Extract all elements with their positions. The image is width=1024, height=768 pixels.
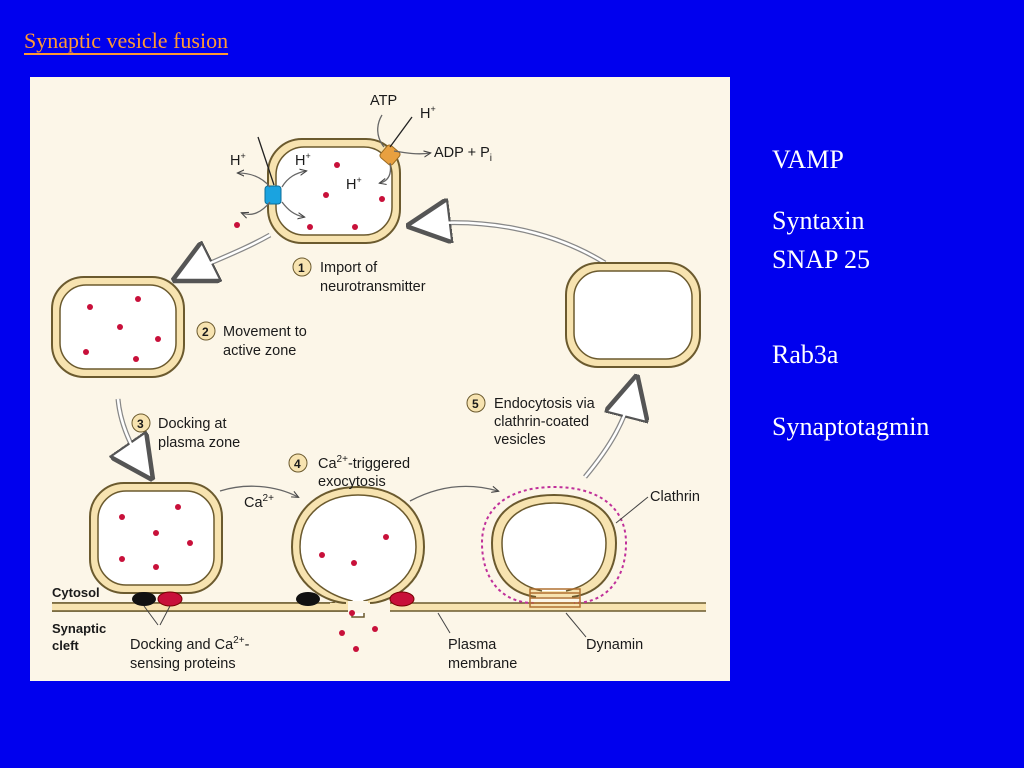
dynamin-label: Dynamin — [586, 637, 643, 653]
vesicle-endocytosis — [480, 485, 649, 608]
docking-proteins-label-2: sensing proteins — [130, 656, 236, 672]
svg-text:Import of: Import of — [320, 260, 378, 276]
protein-terms-list: VAMP Syntaxin SNAP 25 Rab3a Synaptotagmi… — [772, 0, 1022, 768]
slide-title: Synaptic vesicle fusion — [24, 28, 229, 53]
arrow-to-step5-vesicle-inner — [584, 382, 637, 478]
ca-label: Ca2+ — [244, 493, 274, 511]
plasma-membrane-label-2: membrane — [448, 656, 517, 672]
vesicle-import — [234, 114, 430, 244]
term-synaptotagmin: Synaptotagmin — [772, 412, 930, 441]
plasma-membrane-label-1: Plasma — [448, 637, 497, 653]
synaptic-cleft-label-2: cleft — [52, 638, 79, 653]
term-rab3a: Rab3a — [772, 340, 839, 369]
arrow-step4-to-5 — [409, 485, 498, 502]
svg-text:plasma zone: plasma zone — [158, 435, 240, 451]
docking-proteins-label: Docking and Ca2+- — [130, 635, 250, 653]
h-label-left: H+ — [230, 151, 246, 169]
svg-text:Movement to: Movement to — [223, 324, 307, 340]
svg-text:Ca2+-triggered: Ca2+-triggered — [318, 454, 410, 472]
vesicle-empty — [565, 262, 701, 368]
h-label-inner-1: H+ — [295, 151, 311, 169]
atp-label: ATP — [370, 93, 397, 109]
svg-text:clathrin-coated: clathrin-coated — [494, 414, 589, 430]
svg-text:3: 3 — [137, 417, 144, 431]
step1-label: 1 Import of neurotransmitter — [292, 257, 426, 295]
step2-label: 2 Movement to active zone — [196, 321, 307, 359]
term-syntaxin: Syntaxin — [772, 206, 865, 235]
term-snap25: SNAP 25 — [772, 245, 871, 274]
svg-text:2: 2 — [202, 325, 209, 339]
arrow-to-step1-inner — [414, 221, 606, 265]
docking-protein-black — [132, 592, 156, 606]
step4-label: 4 Ca2+-triggered exocytosis — [288, 453, 410, 490]
synaptic-cleft-label-1: Synaptic — [52, 621, 106, 636]
h-label-pump-top: H+ — [420, 104, 436, 122]
term-vamp: VAMP — [772, 145, 844, 174]
arrow-to-step3 — [118, 398, 148, 473]
vesicle-cycle-figure: ATP ADP + Pi H+ H+ H+ H+ 1 Import of neu… — [30, 77, 730, 681]
svg-text:neurotransmitter: neurotransmitter — [320, 279, 426, 295]
docking-protein-red — [157, 591, 183, 607]
adp-label: ADP + Pi — [434, 145, 492, 164]
svg-text:exocytosis: exocytosis — [318, 474, 386, 490]
vesicle-docked — [89, 482, 223, 607]
svg-text:Docking at: Docking at — [158, 416, 227, 432]
docking-protein-red-2 — [389, 591, 415, 607]
cytosol-label: Cytosol — [52, 585, 100, 600]
svg-text:vesicles: vesicles — [494, 432, 546, 448]
svg-text:Endocytosis via: Endocytosis via — [494, 396, 596, 412]
svg-text:active zone: active zone — [223, 343, 296, 359]
svg-text:5: 5 — [472, 397, 479, 411]
step5-label: 5 Endocytosis via clathrin-coated vesicl… — [466, 393, 596, 448]
h-label-inner-2: H+ — [346, 175, 362, 193]
vesicle-fusing — [290, 485, 426, 652]
arrow-to-step3-inner — [116, 398, 150, 474]
clathrin-label: Clathrin — [650, 489, 700, 505]
step3-label: 3 Docking at plasma zone — [131, 413, 240, 451]
svg-text:4: 4 — [294, 457, 301, 471]
docking-protein-black-2 — [296, 592, 320, 606]
arrow-step3-to-4 — [219, 485, 298, 497]
svg-text:1: 1 — [298, 261, 305, 275]
arrow-to-step2-inner — [179, 233, 271, 279]
vesicle-movement — [51, 276, 185, 378]
